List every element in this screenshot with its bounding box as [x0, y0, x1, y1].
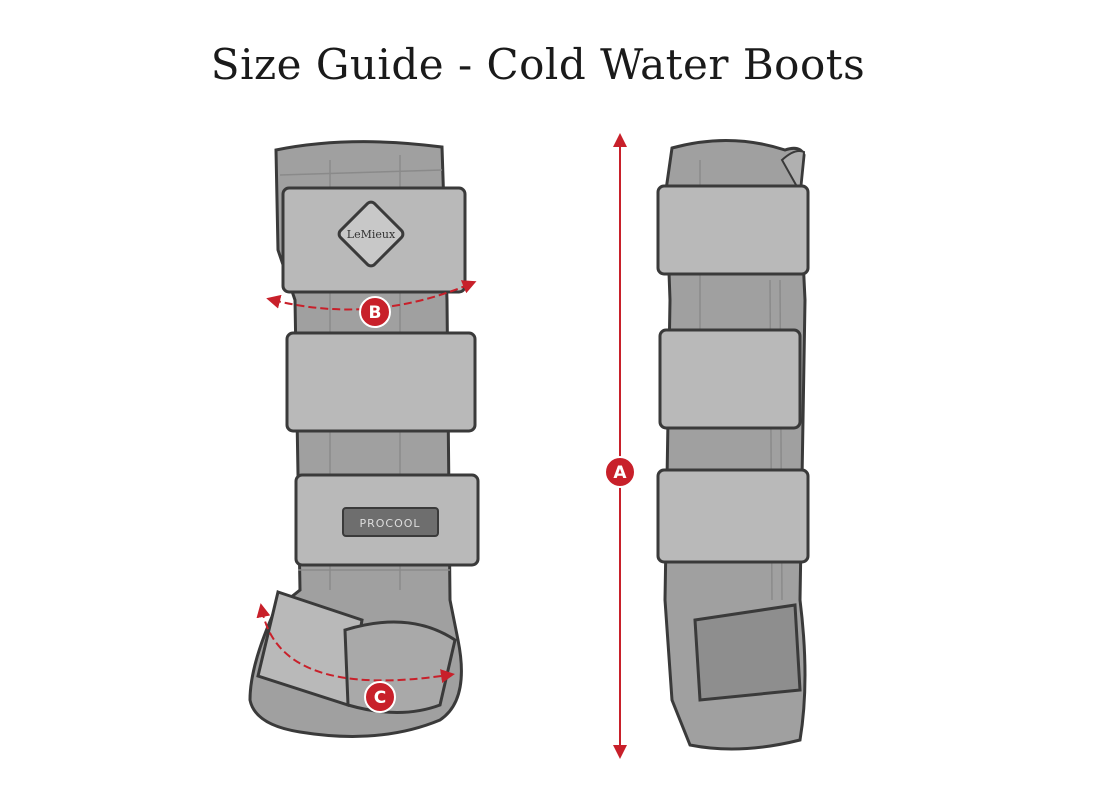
side-lower-strap — [656, 468, 810, 564]
side-view-boot — [656, 138, 810, 751]
lemieux-logo: LeMieux — [337, 200, 405, 268]
height-measurement: A — [604, 133, 636, 759]
front-middle-strap — [285, 331, 477, 433]
side-middle-strap — [658, 328, 802, 430]
marker-b: B — [359, 296, 391, 328]
svg-text:A: A — [613, 463, 627, 483]
svg-text:LeMieux: LeMieux — [347, 228, 396, 241]
marker-a: A — [604, 456, 636, 488]
marker-c: C — [364, 681, 396, 713]
svg-text:C: C — [374, 688, 386, 708]
front-view-boot: LeMieux PROCOOL B C — [248, 140, 480, 738]
measurement-c-line — [256, 603, 455, 683]
page-title: Size Guide - Cold Water Boots — [210, 40, 866, 89]
side-top-strap — [656, 184, 810, 276]
svg-text:PROCOOL: PROCOOL — [359, 517, 420, 530]
side-fetlock-panel — [693, 603, 802, 702]
svg-text:B: B — [369, 303, 382, 323]
procool-badge: PROCOOL — [342, 507, 439, 537]
